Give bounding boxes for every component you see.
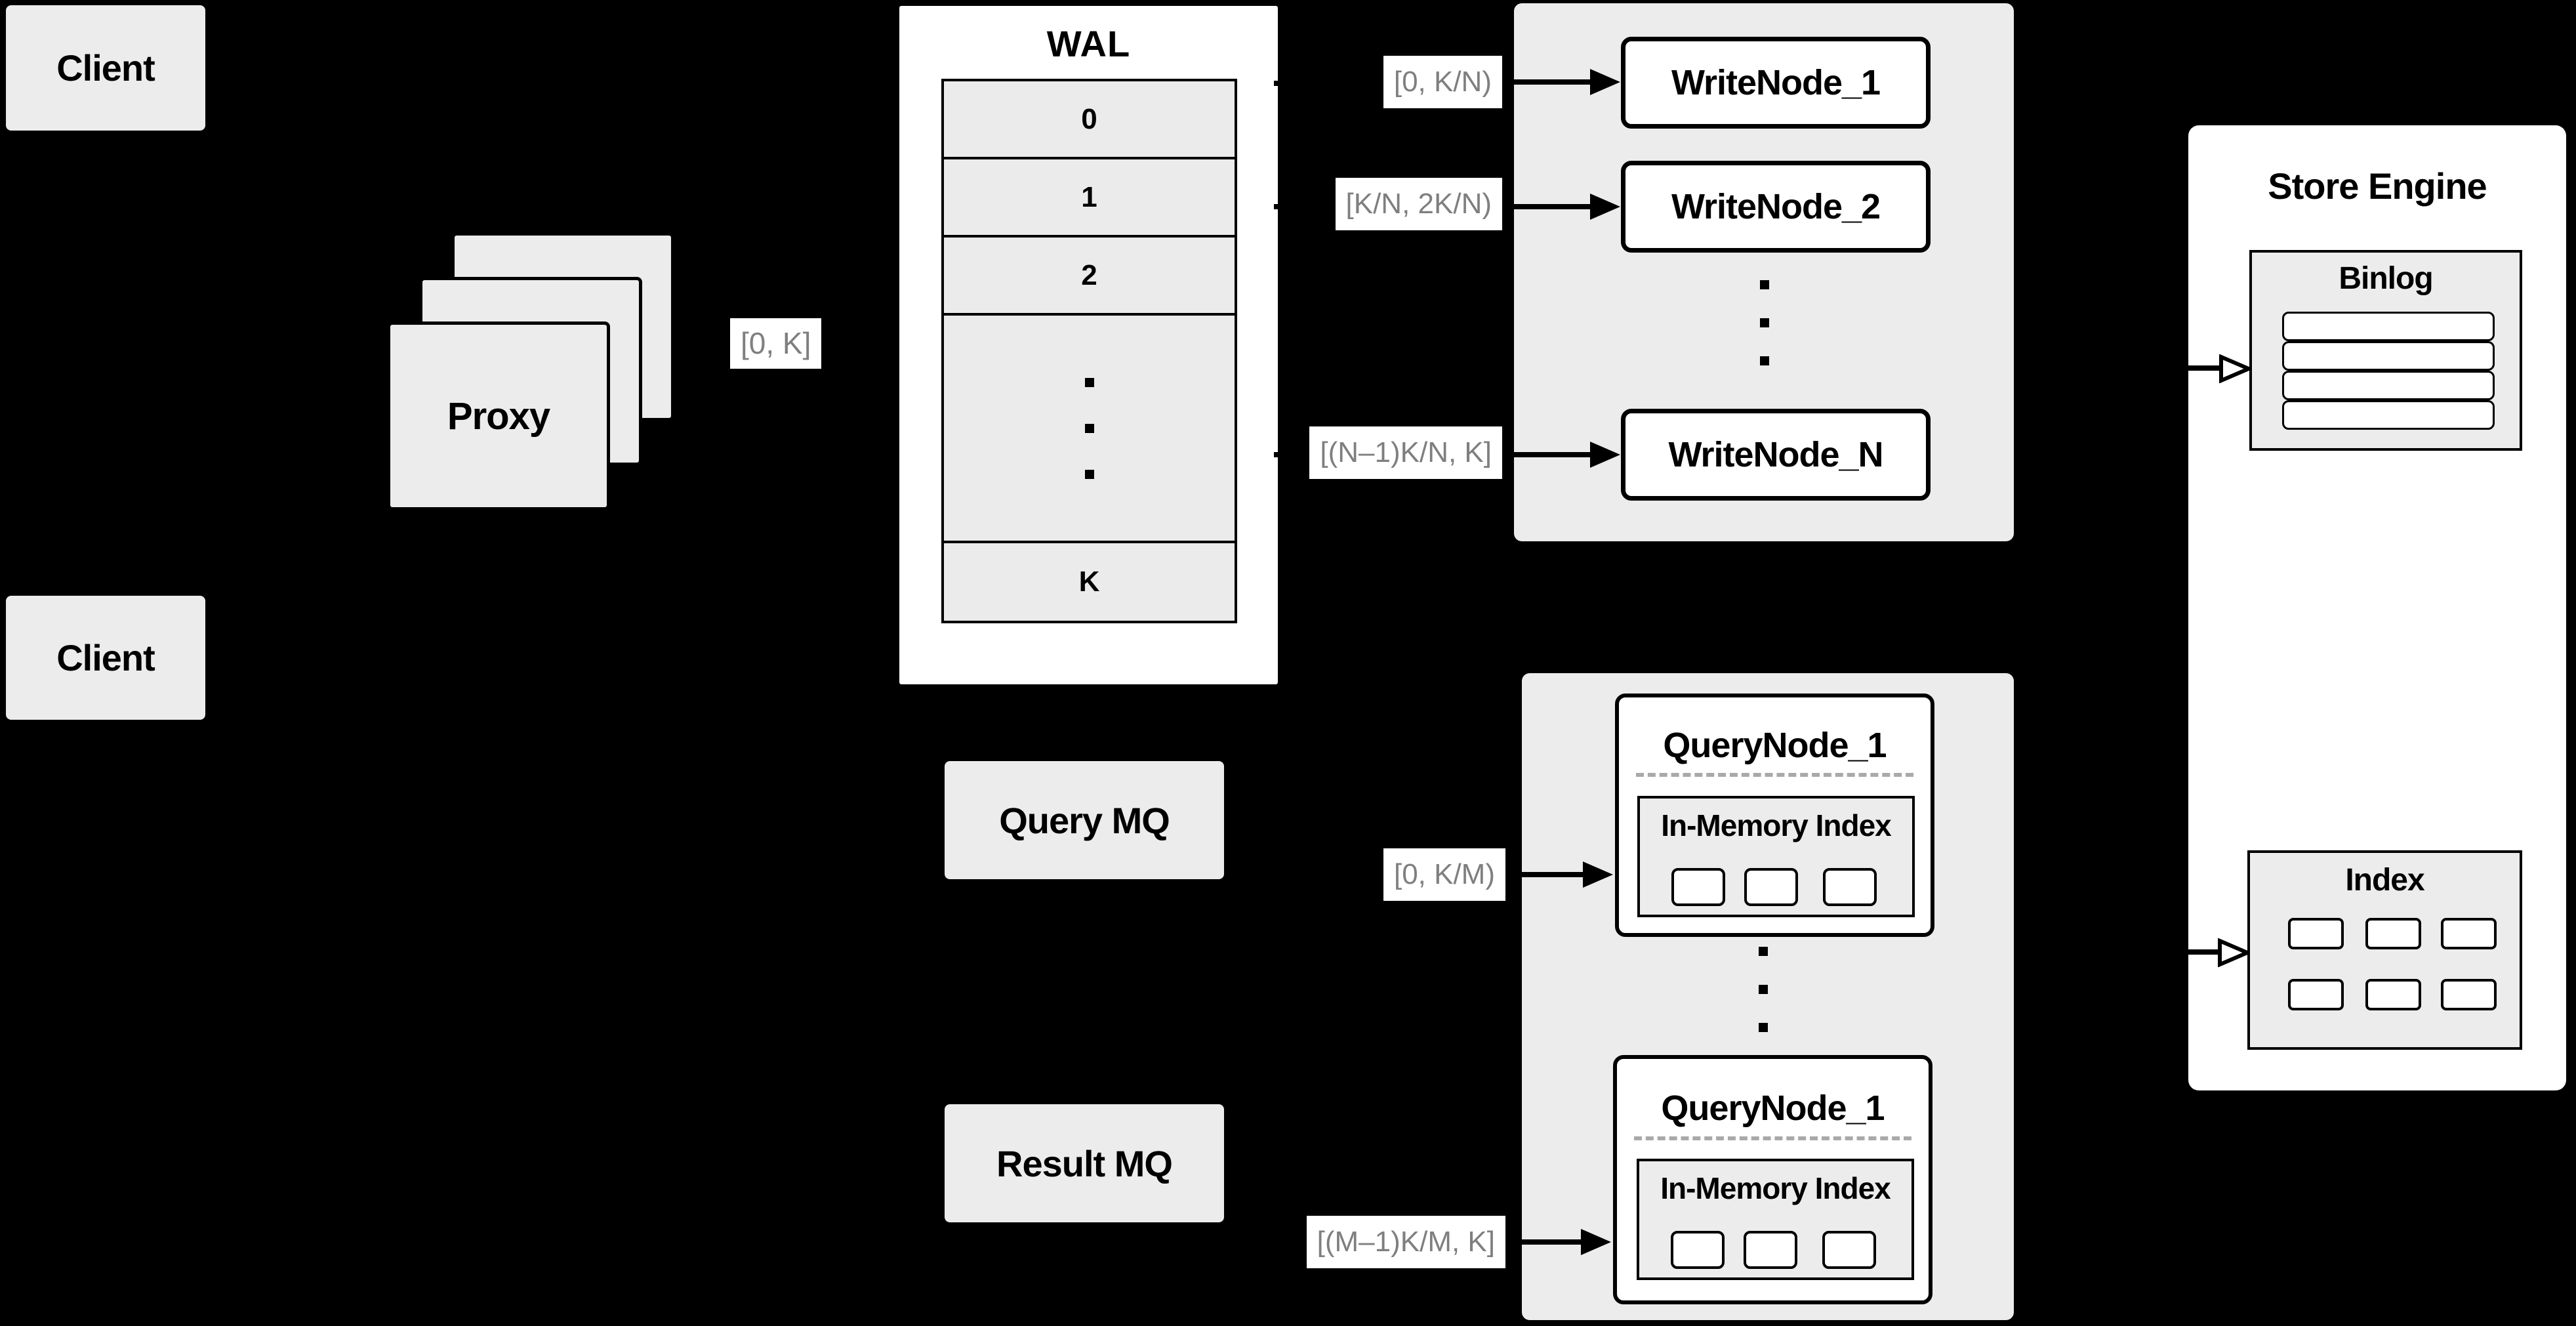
arrowhead-write2 [1590, 194, 1620, 220]
arrowhead-writeN [1590, 442, 1620, 468]
wal-ellipsis-dots [1084, 377, 1094, 479]
range-label-mq-to-query1: [0, K/M) [1383, 848, 1505, 901]
range-label-proxy-to-wal: [0, K] [730, 318, 822, 369]
writenode-2-box: WriteNode_2 [1621, 161, 1931, 253]
arrow-line-write1 [1503, 79, 1591, 85]
client-top-box: Client [6, 5, 205, 131]
segment-box [1822, 1231, 1876, 1269]
index-file-box [2441, 979, 2497, 1010]
writenode-n-box: WriteNode_N [1621, 409, 1931, 501]
segment-box [1671, 868, 1725, 906]
segment-box [1671, 1231, 1725, 1269]
binlog-title: Binlog [2339, 261, 2433, 296]
arrowhead-write1 [1590, 69, 1620, 95]
binlog-segment [2282, 371, 2495, 400]
connector-to-binlog [2066, 365, 2220, 371]
index-file-box [2288, 918, 2344, 949]
binlog-segment [2282, 312, 2495, 341]
segment-box [1744, 1231, 1797, 1269]
querynode-m-box: QueryNode_1 In-Memory Index [1613, 1055, 1932, 1304]
writenode-n-label: WriteNode_N [1668, 435, 1883, 474]
connector-to-index [2066, 949, 2218, 955]
index-file-box [2365, 979, 2421, 1010]
writenode-1-label: WriteNode_1 [1671, 63, 1881, 102]
arrow-line-query1 [1507, 872, 1584, 877]
index-file-box [2441, 918, 2497, 949]
store-engine-container: Store Engine Binlog Index [2188, 125, 2566, 1090]
open-arrowhead-binlog [2219, 354, 2251, 383]
result-mq-box: Result MQ [945, 1104, 1224, 1222]
proxy-box: Proxy [387, 321, 610, 510]
arrowhead-queryM [1581, 1229, 1611, 1255]
writenode-1-box: WriteNode_1 [1621, 37, 1931, 129]
wal-container: WAL 0 1 2 K [897, 4, 1280, 686]
proxy-label: Proxy [447, 394, 550, 438]
binlog-segment [2282, 400, 2495, 430]
writenode-2-label: WriteNode_2 [1671, 187, 1881, 226]
querynode-ellipsis-dots [1759, 947, 1768, 1032]
wal-row-0: 0 [944, 81, 1235, 157]
client-bottom-label: Client [56, 637, 155, 678]
querynode-m-title: QueryNode_1 [1661, 1088, 1885, 1128]
arrow-line-write2 [1503, 204, 1591, 209]
binlog-segment [2282, 341, 2495, 371]
range-label-mq-to-queryM: [(M–1)K/M, K] [1306, 1216, 1505, 1268]
querynode-1-box: QueryNode_1 In-Memory Index [1615, 694, 1934, 937]
wal-row-1: 1 [944, 157, 1235, 235]
connector-wal-to-label3 [1274, 452, 1300, 457]
range-label-wal-to-write2: [K/N, 2K/N) [1335, 178, 1502, 230]
connector-wal-to-label2 [1274, 204, 1300, 209]
index-file-box [2365, 918, 2421, 949]
result-mq-label: Result MQ [996, 1142, 1173, 1184]
writenode-ellipsis-dots [1760, 280, 1769, 365]
segment-box [1744, 868, 1798, 906]
wal-row-k: K [944, 541, 1235, 621]
wal-row-ellipsis [944, 313, 1235, 541]
segment-box [1823, 868, 1877, 906]
index-title: Index [2345, 863, 2424, 898]
query-mq-label: Query MQ [999, 799, 1170, 841]
wal-title: WAL [1046, 22, 1131, 64]
connector-wal-to-label1 [1274, 81, 1300, 86]
wal-row-2: 2 [944, 235, 1235, 313]
range-label-wal-to-writeN: [(N–1)K/N, K] [1309, 426, 1502, 479]
client-bottom-box: Client [6, 596, 205, 720]
querynode-1-inmemory-title: In-Memory Index [1661, 808, 1892, 842]
querynode-1-inmemory-box: In-Memory Index [1637, 796, 1915, 917]
index-box: Index [2247, 850, 2522, 1050]
binlog-box: Binlog [2249, 250, 2522, 451]
range-label-wal-to-write1: [0, K/N) [1383, 56, 1502, 108]
open-arrowhead-index [2218, 938, 2250, 967]
querynode-m-inmemory-title: In-Memory Index [1660, 1171, 1891, 1205]
querynode-m-divider [1634, 1136, 1912, 1140]
wal-table: 0 1 2 K [941, 79, 1237, 623]
querynode-1-title: QueryNode_1 [1663, 726, 1887, 765]
store-engine-title: Store Engine [2268, 165, 2487, 207]
index-file-box [2288, 979, 2344, 1010]
query-mq-box: Query MQ [945, 761, 1224, 879]
arrow-line-writeN [1503, 452, 1591, 457]
arrow-line-queryM [1507, 1239, 1582, 1245]
querynode-1-divider [1636, 773, 1913, 777]
arrowhead-query1 [1583, 861, 1613, 888]
querynode-m-inmemory-box: In-Memory Index [1637, 1159, 1914, 1280]
client-top-label: Client [56, 47, 155, 89]
